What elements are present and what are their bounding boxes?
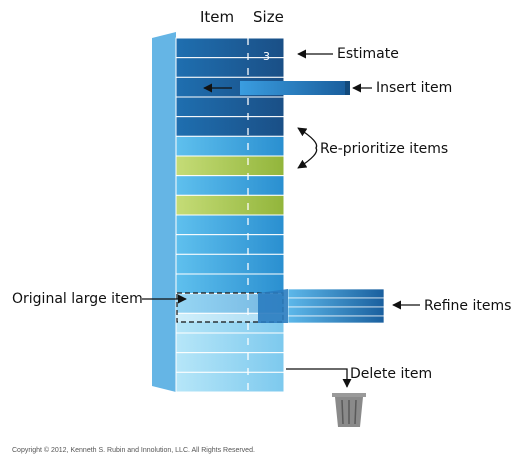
delete-item-label: Delete item — [350, 366, 432, 382]
refine-items-label: Refine items — [424, 298, 511, 314]
backlog-item-10 — [175, 214, 285, 236]
item-column-header: Item — [200, 8, 234, 26]
backlog-item-4 — [175, 96, 285, 118]
stack-side-face — [152, 32, 176, 392]
estimate-size-value: 3 — [263, 50, 270, 63]
insert-item-label: Insert item — [376, 80, 452, 96]
backlog-stack — [152, 32, 285, 393]
reprioritize-label: Re-prioritize items — [320, 141, 448, 157]
reprioritize-arrow — [297, 127, 318, 169]
original-large-item-label: Original large item — [12, 291, 143, 307]
refined-items — [258, 288, 385, 324]
backlog-item-11 — [175, 234, 285, 255]
delete-arrow — [286, 368, 352, 388]
backlog-item-12 — [175, 253, 285, 275]
backlog-item-8 — [175, 175, 285, 196]
trash-can-icon — [332, 393, 366, 427]
backlog-item-13 — [175, 273, 285, 295]
size-column-header: Size — [253, 8, 284, 26]
backlog-item-5 — [175, 116, 285, 137]
estimate-label: Estimate — [337, 46, 399, 62]
copyright-notice: Copyright © 2012, Kenneth S. Rubin and I… — [12, 446, 255, 454]
backlog-item-7 — [175, 155, 285, 177]
backlog-item-9 — [175, 194, 285, 216]
backlog-item-18 — [175, 371, 285, 393]
backlog-item-6 — [175, 135, 285, 157]
insert-item-bar — [240, 81, 350, 95]
backlog-item-17 — [175, 352, 285, 373]
backlog-item-16 — [175, 332, 285, 354]
